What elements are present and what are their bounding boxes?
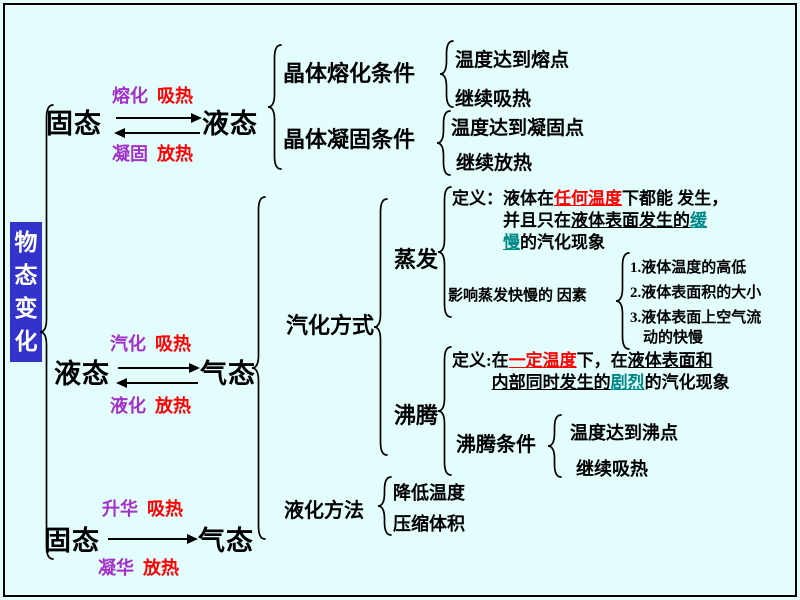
- item-lower-temperature: 降低温度: [393, 483, 465, 503]
- head-boiling: 沸腾: [394, 403, 439, 428]
- factor-air-flow: 3.液体表面上空气流 动的快慢: [630, 310, 762, 346]
- item-melting-point: 温度达到熔点: [455, 50, 570, 71]
- item-boiling-keep-absorbing: 继续吸热: [576, 459, 648, 479]
- label-freezing: 凝固: [112, 144, 148, 164]
- item-compress-volume: 压缩体积: [393, 514, 465, 534]
- head-vaporization-modes: 汽化方式: [286, 313, 375, 338]
- arrow-melting-icon: [116, 113, 202, 123]
- label-freezing-pair: 凝固放热: [112, 140, 193, 166]
- label-vaporize-pair: 汽化吸热: [110, 330, 191, 356]
- label-sublimation-heat: 吸热: [147, 499, 183, 519]
- boiling-def-label: 定义:: [452, 351, 492, 370]
- brace-melting-items: [439, 40, 454, 108]
- label-deposition: 凝华: [98, 558, 134, 578]
- item-boiling-point: 温度达到沸点: [570, 423, 678, 443]
- brace-boiling: [437, 346, 452, 476]
- state-solid-bottom: 固态: [44, 526, 100, 556]
- label-liquefy-pair: 液化放热: [110, 392, 191, 418]
- head-boiling-conditions: 沸腾条件: [456, 434, 536, 456]
- state-liquid-top: 液态: [202, 109, 258, 139]
- item-keep-absorbing: 继续吸热: [455, 89, 532, 110]
- evaporation-def-label: 定义：: [452, 189, 503, 208]
- arrow-freezing-icon: [114, 128, 200, 138]
- factor-temperature: 1.液体温度的高低: [630, 260, 747, 276]
- brace-crystal-conditions: [267, 44, 282, 170]
- item-keep-releasing: 继续放热: [456, 153, 533, 174]
- head-crystal-melting: 晶体熔化条件: [283, 61, 416, 86]
- label-sublimation: 升华: [102, 499, 138, 519]
- brace-liquid-gas-branches: [251, 196, 266, 540]
- item-freezing-point: 温度达到凝固点: [451, 118, 585, 139]
- label-deposition-pair: 凝华放热: [98, 554, 179, 580]
- topic-title-box: 物态变化: [10, 222, 42, 362]
- arrow-vaporize-icon: [118, 363, 200, 373]
- label-sublimation-pair: 升华吸热: [102, 495, 183, 521]
- label-melting-pair: 熔化吸热: [112, 82, 193, 108]
- brace-main: [39, 104, 54, 560]
- arrow-sublimation-icon: [108, 534, 198, 544]
- topic-title: 物态变化: [14, 229, 38, 354]
- label-freezing-heat: 放热: [157, 144, 193, 164]
- arrow-liquefy-icon: [116, 378, 198, 388]
- state-gas-mid: 气态: [200, 359, 256, 389]
- label-vaporize: 汽化: [110, 334, 146, 354]
- boiling-def-text: 在一定温度下，在液体表面和 内部同时发生的剧烈的汽化现象: [491, 351, 730, 392]
- label-liquefy-heat: 放热: [155, 396, 191, 416]
- evaporation-factors-list: 1.液体温度的高低 2.液体表面积的大小 3.液体表面上空气流 动的快慢: [630, 258, 761, 353]
- brace-boiling-conditions: [547, 414, 562, 478]
- label-vaporize-heat: 吸热: [155, 334, 191, 354]
- head-crystal-freezing: 晶体凝固条件: [283, 127, 416, 152]
- evaporation-definition: 定义：液体在任何温度下都能 发生， 并且只在液体表面发生的缓 慢的汽化现象: [452, 188, 798, 254]
- label-deposition-heat: 放热: [143, 558, 179, 578]
- brace-vaporization-modes: [373, 198, 388, 456]
- head-evaporation: 蒸发: [394, 247, 439, 272]
- state-solid-top: 固态: [46, 109, 102, 139]
- boiling-definition: 定义:在一定温度下，在液体表面和 内部同时发生的剧烈的汽化现象: [452, 350, 787, 394]
- label-liquefy: 液化: [110, 396, 146, 416]
- head-evaporation-factors: 影响蒸发快慢的 因素: [448, 288, 587, 304]
- evaporation-def-text: 液体在任何温度下都能 发生， 并且只在液体表面发生的缓 慢的汽化现象: [503, 189, 729, 252]
- brace-evaporation: [437, 186, 452, 318]
- brace-freezing-items: [436, 110, 451, 176]
- label-melting: 熔化: [112, 86, 148, 106]
- brace-evaporation-factors: [615, 252, 630, 350]
- factor-surface-area: 2.液体表面积的大小: [630, 285, 762, 301]
- head-liquefaction: 液化方法: [284, 500, 364, 522]
- label-melting-heat: 吸热: [157, 86, 193, 106]
- brace-liquefaction: [377, 476, 392, 536]
- state-gas-bottom: 气态: [198, 526, 254, 556]
- state-liquid-mid: 液态: [54, 359, 110, 389]
